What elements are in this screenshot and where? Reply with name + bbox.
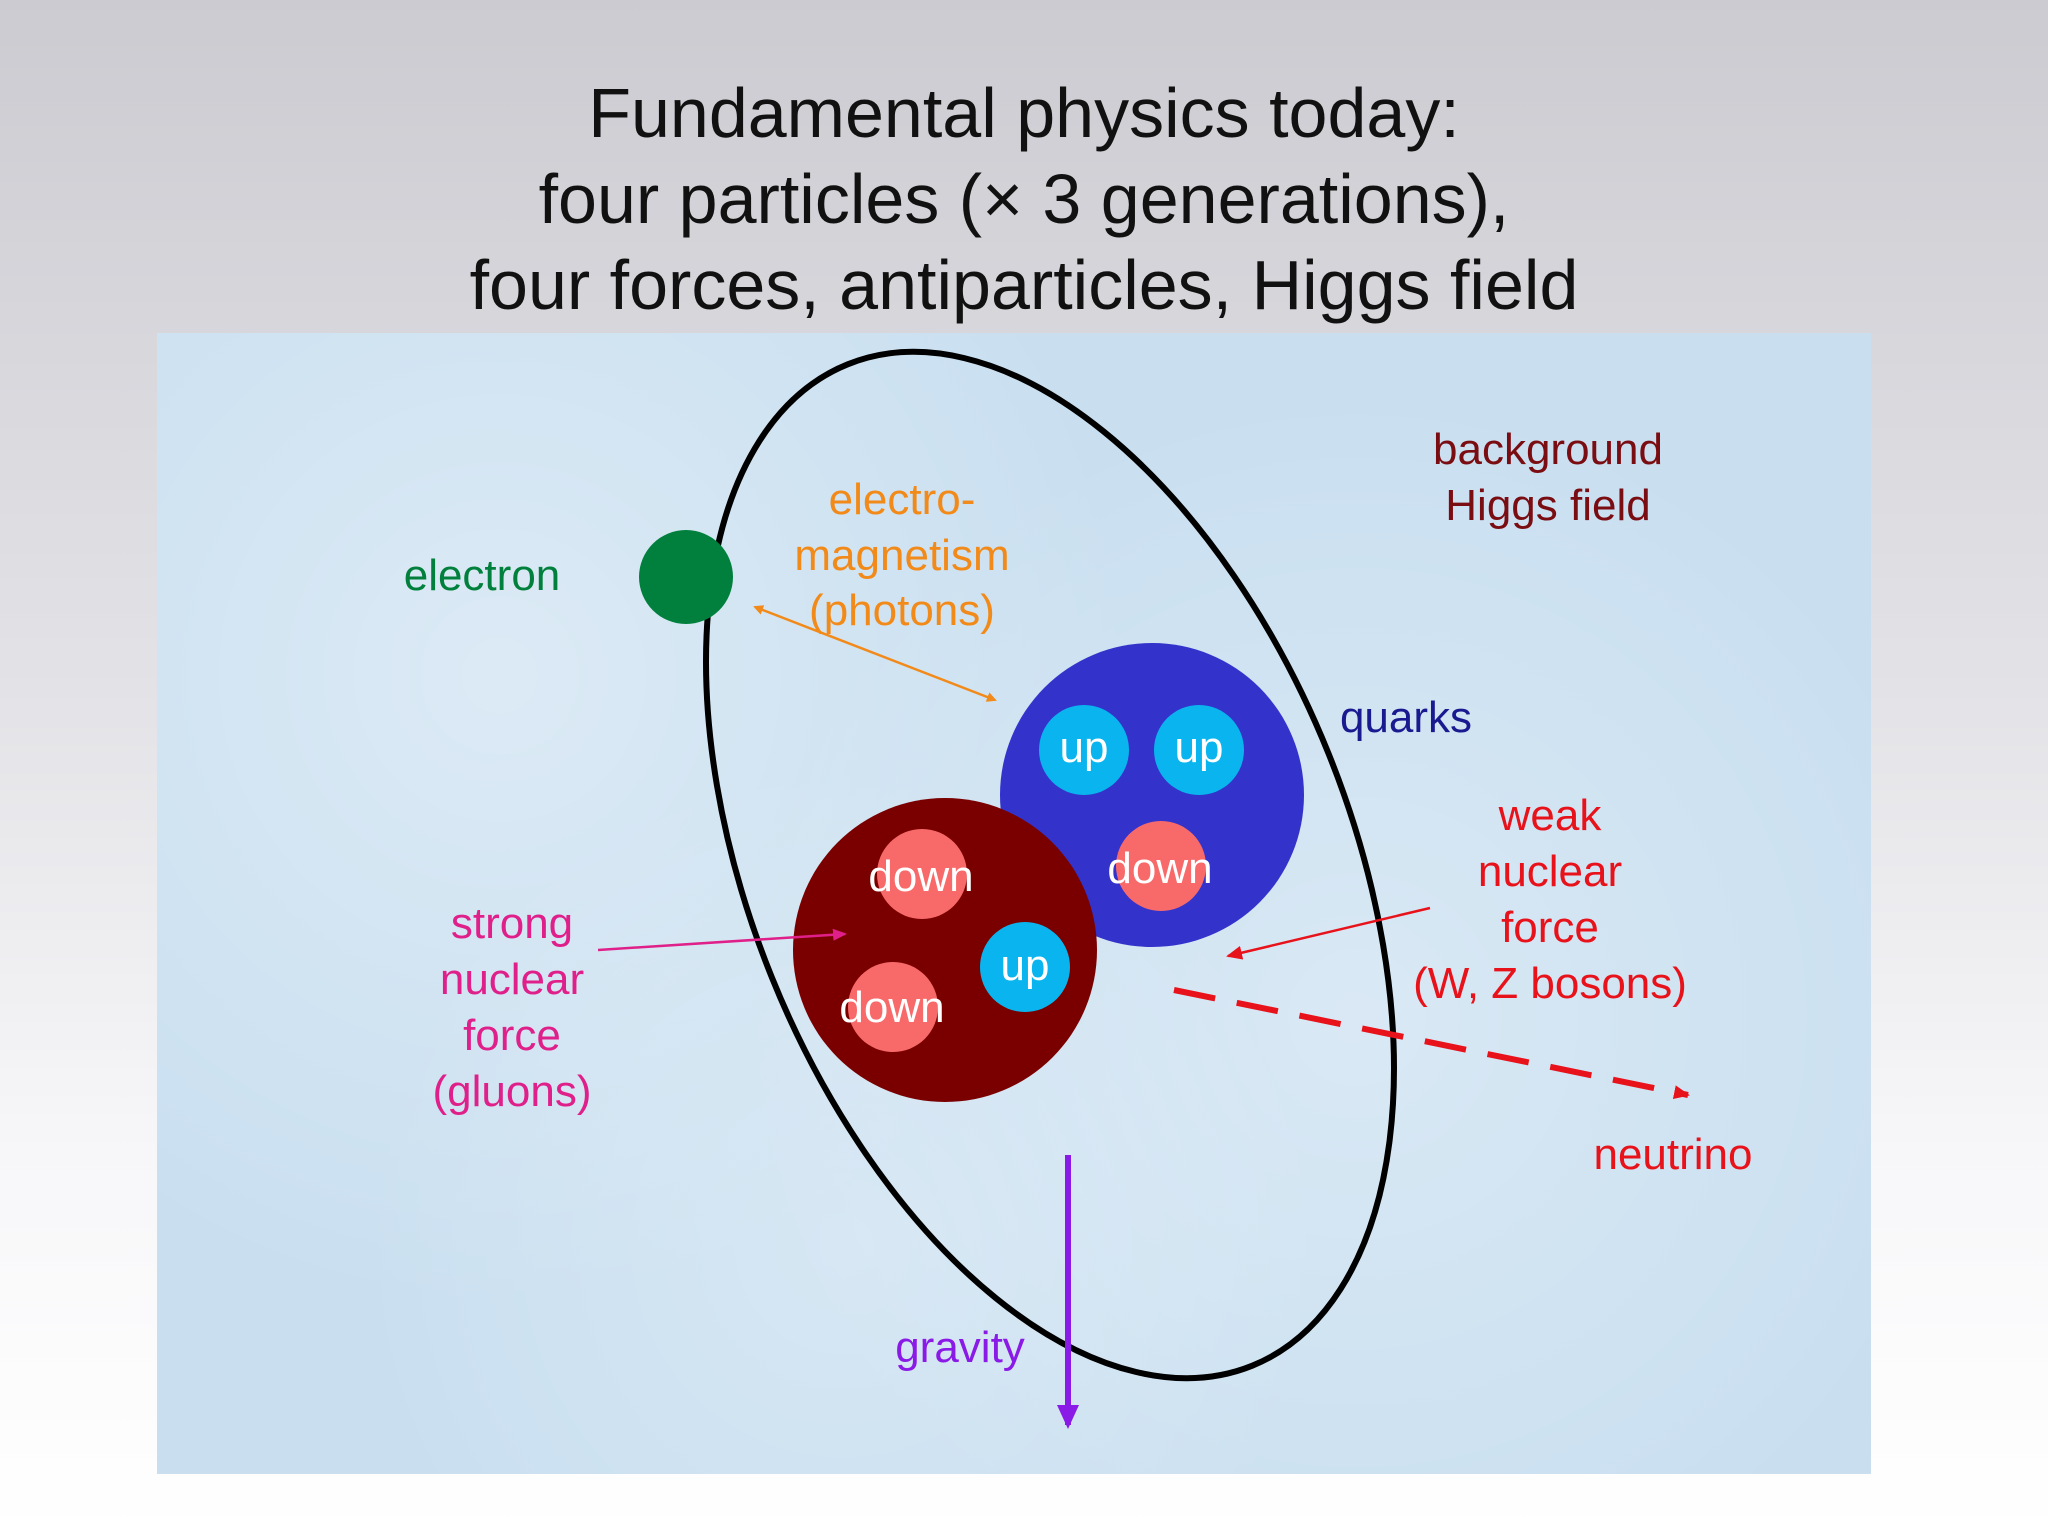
strong-force-label-line-1: strong — [451, 899, 573, 948]
strong-force-label-line-3: force — [463, 1011, 561, 1060]
title-line-2: four particles (× 3 generations), — [538, 160, 1510, 238]
neutrino-arrow — [1173, 987, 1690, 1100]
weak-force-label-line-1: weak — [1498, 791, 1603, 840]
higgs-label-line-2: Higgs field — [1445, 481, 1650, 530]
electromagnetism-label-line-3: (photons) — [809, 586, 995, 635]
proton-down-quark-label: down — [1107, 844, 1212, 893]
proton-up-quark-2 — [1154, 705, 1244, 795]
electron-label: electron — [404, 551, 561, 600]
electron-particle — [639, 530, 733, 624]
slide-title: Fundamental physics today: four particle… — [0, 70, 2048, 328]
neutron-up-quark — [980, 922, 1070, 1012]
strong-force-arrow — [597, 928, 847, 952]
electromagnetism-arrow — [753, 605, 997, 702]
neutron-down-quark-1 — [877, 829, 967, 919]
title-line-1: Fundamental physics today: — [588, 74, 1460, 152]
electromagnetism-label-line-2: magnetism — [794, 531, 1009, 580]
higgs-label-line-1: background — [1433, 425, 1663, 474]
neutron-down-quark-label-2: down — [839, 983, 944, 1032]
neutron-down-quark-label-1: down — [868, 852, 973, 901]
strong-force-label-line-2: nuclear — [440, 955, 584, 1004]
neutrino-label: neutrino — [1593, 1130, 1752, 1179]
proton-up-quark-1 — [1039, 705, 1129, 795]
gravity-label: gravity — [895, 1323, 1025, 1372]
electron-orbit — [703, 348, 1397, 1382]
neutron-down-quark-2 — [848, 962, 938, 1052]
proton-down-quark — [1116, 821, 1206, 911]
weak-force-label-line-3: force — [1501, 903, 1599, 952]
quarks-label: quarks — [1340, 693, 1472, 742]
strong-force-label-line-4: (gluons) — [433, 1067, 592, 1116]
proton-up-quark-label-2: up — [1175, 723, 1224, 772]
neutron-up-quark-label: up — [1001, 941, 1050, 990]
weak-force-label-line-4: (W, Z bosons) — [1413, 959, 1687, 1008]
weak-force-label-line-2: nuclear — [1478, 847, 1622, 896]
weak-force-arrow — [1226, 906, 1431, 960]
electromagnetism-label-line-1: electro- — [829, 475, 976, 524]
proton-up-quark-label-1: up — [1060, 723, 1109, 772]
title-line-3: four forces, antiparticles, Higgs field — [469, 246, 1579, 324]
